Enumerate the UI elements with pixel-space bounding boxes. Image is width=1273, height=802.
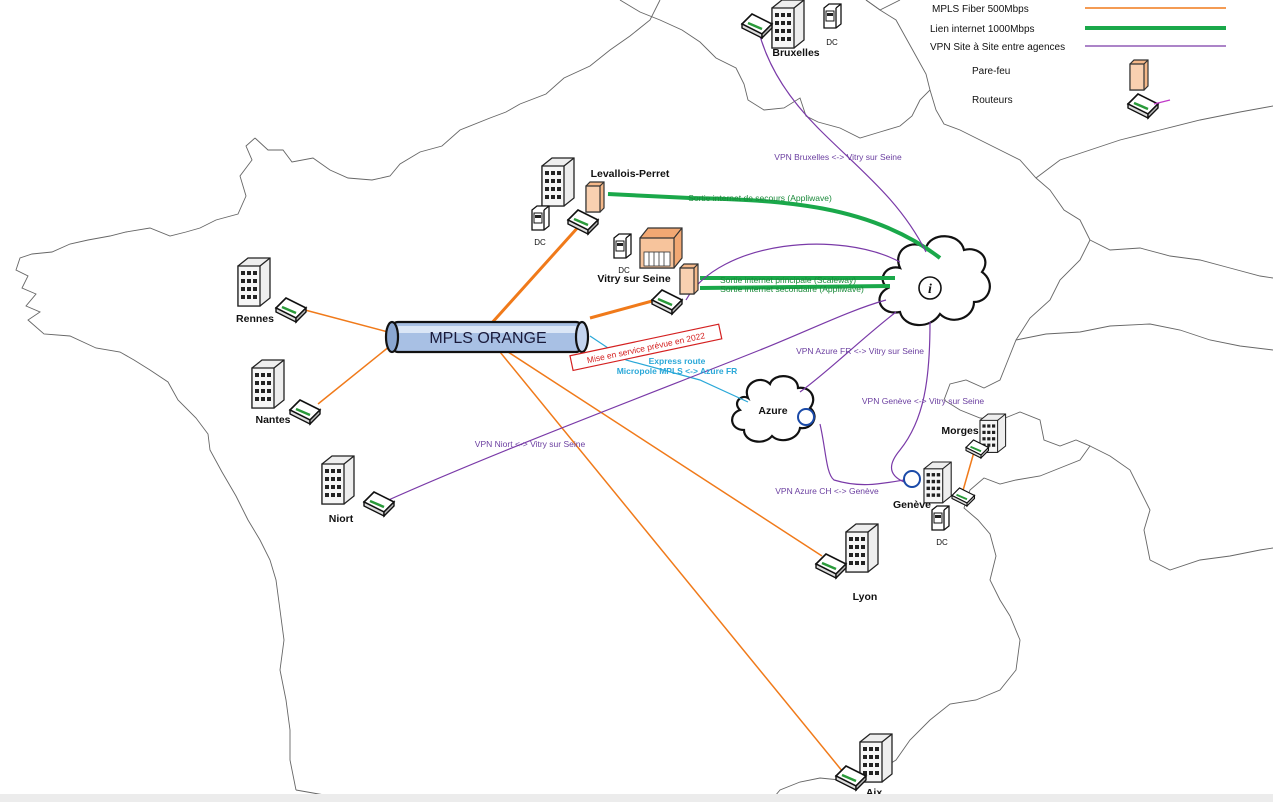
site-label-niort: Niort bbox=[329, 513, 354, 525]
secours-label: Sortie internet de secours (Appliwave) bbox=[688, 193, 832, 203]
mpls-link-rennes bbox=[304, 309, 389, 333]
vpn-bruxelles-label: VPN Bruxelles <-> Vitry sur Seine bbox=[774, 152, 902, 162]
internet-link-secours bbox=[607, 192, 942, 260]
dc-label-bruxelles: DC bbox=[826, 38, 838, 47]
site-geneve: Genève DC bbox=[893, 461, 976, 547]
site-niort: Niort bbox=[321, 455, 396, 525]
map-borders bbox=[15, 0, 1273, 802]
mpls-link-aix bbox=[499, 351, 844, 773]
mpls-link-nantes bbox=[317, 345, 391, 405]
bottom-scrollbar[interactable] bbox=[0, 794, 1273, 802]
vpn-link-bruxelles bbox=[759, 35, 927, 253]
legend-firewall-icon bbox=[1129, 59, 1149, 91]
legend-router-icon bbox=[1126, 92, 1160, 120]
vpn-link-vitry-internet bbox=[685, 243, 901, 301]
site-label-morges: Morges bbox=[941, 425, 979, 437]
site-bruxelles: DC Bruxelles bbox=[740, 0, 842, 59]
site-label-vitry: Vitry sur Seine bbox=[597, 273, 671, 285]
express-route-label: Express route bbox=[649, 356, 706, 366]
site-vitry: DC Vitry sur Seine bbox=[597, 227, 699, 316]
vpn-link-geneve bbox=[890, 321, 931, 483]
legend-mpls-label: MPLS Fiber 500Mbps bbox=[932, 4, 1029, 15]
dc-label-vitry: DC bbox=[618, 266, 630, 275]
mpls-link-vitry bbox=[589, 298, 657, 320]
site-levallois: DC Levallois-Perret bbox=[531, 157, 670, 247]
site-label-rennes: Rennes bbox=[236, 313, 274, 325]
vpn-link-azure-fr bbox=[799, 311, 897, 393]
site-rennes: Rennes bbox=[236, 257, 308, 325]
site-label-levallois: Levallois-Perret bbox=[591, 168, 670, 180]
site-label-geneve: Genève bbox=[893, 499, 931, 511]
site-morges: Morges bbox=[941, 413, 1007, 459]
site-aix: Aix bbox=[834, 733, 893, 799]
vpn-links bbox=[383, 35, 931, 503]
vpn-niort-label: VPN Niort <-> Vitry sur Seine bbox=[475, 439, 586, 449]
dc-label-geneve: DC bbox=[936, 538, 948, 547]
dc-label-levallois: DC bbox=[534, 238, 546, 247]
vpn-azure-ch-label: VPN Azure CH <-> Genève bbox=[775, 486, 879, 496]
mpls-orange-hub: MPLS ORANGE bbox=[384, 320, 590, 354]
site-nantes: Nantes bbox=[251, 359, 322, 426]
mpls-link-levallois bbox=[488, 223, 582, 327]
internet-cloud: i bbox=[878, 235, 991, 327]
datacenter-building bbox=[639, 227, 683, 269]
mpls-hub-label: MPLS ORANGE bbox=[429, 330, 546, 347]
legend-firewall-label: Pare-feu bbox=[972, 66, 1010, 77]
secondaire-label: Sortie internet secondaire (Appliwave) bbox=[720, 284, 864, 294]
site-label-nantes: Nantes bbox=[255, 414, 290, 426]
vpn-link-azure-ch bbox=[819, 423, 905, 486]
vpn-azure-fr-label: VPN Azure FR <-> Vitry sur Seine bbox=[796, 346, 924, 356]
azure-label: Azure bbox=[758, 405, 787, 417]
express-route-sublabel: Micropole MPLS <-> Azure FR bbox=[617, 366, 738, 376]
internet-info-icon: i bbox=[928, 282, 932, 297]
vpn-geneve-label: VPN Genève <-> Vitry sur Seine bbox=[862, 396, 984, 406]
vpn-link-niort bbox=[383, 299, 887, 503]
legend-vpn-label: VPN Site à Site entre agences bbox=[930, 42, 1065, 53]
mpls-link-lyon bbox=[504, 349, 823, 557]
legend-router-label: Routeurs bbox=[972, 95, 1013, 106]
legend: MPLS Fiber 500Mbps Lien internet 1000Mbp… bbox=[930, 4, 1226, 120]
azure-cloud: Azure bbox=[731, 375, 816, 443]
internet-links bbox=[607, 192, 942, 290]
mpls-link-morges bbox=[961, 451, 975, 495]
principale-label: Sortie internet principale (Scaleway) bbox=[720, 275, 856, 285]
internet-link-secondaire bbox=[699, 284, 891, 290]
legend-internet-label: Lien internet 1000Mbps bbox=[930, 24, 1035, 35]
site-lyon: Lyon bbox=[814, 523, 879, 603]
site-label-bruxelles: Bruxelles bbox=[772, 47, 819, 59]
site-label-lyon: Lyon bbox=[853, 591, 878, 603]
mpls-links bbox=[304, 223, 975, 773]
